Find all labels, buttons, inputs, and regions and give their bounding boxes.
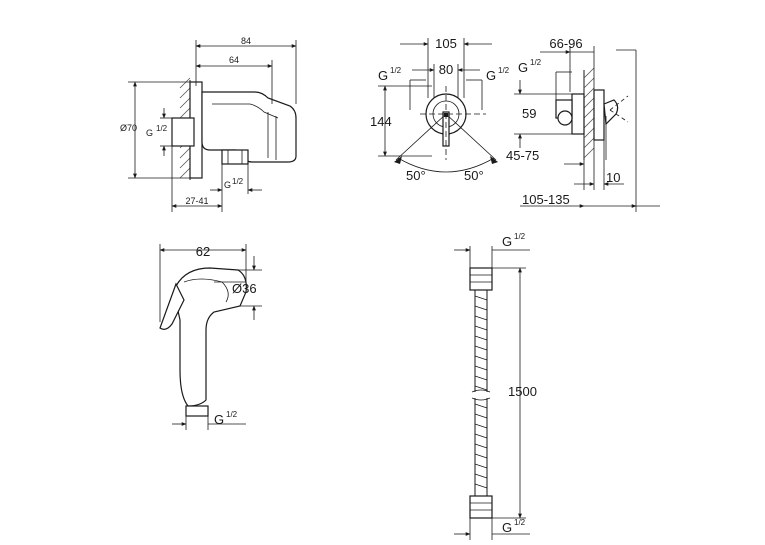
thread-label-right: G — [486, 68, 496, 83]
thread-fraction-outlet: 1/2 — [232, 177, 244, 186]
angle-left: 50° — [406, 168, 426, 183]
dim-36: Ø36 — [232, 281, 257, 296]
thread-fraction-side: 1/2 — [530, 58, 542, 67]
dim-10: 10 — [606, 170, 620, 185]
hose-upper-segment — [474, 290, 488, 392]
valve-side-rosette — [593, 89, 605, 141]
wall-holder-view: 84 64 Ø70 G 1/2 G 1/2 27-41 — [120, 36, 297, 212]
dim-59: 59 — [522, 106, 536, 121]
dim-1500: 1500 — [508, 384, 537, 399]
valve-side-nut — [557, 110, 573, 126]
holder-body — [201, 91, 297, 163]
dim-105-135: 105-135 — [522, 192, 570, 207]
dim-105: 105 — [435, 36, 457, 51]
angle-right: 50° — [464, 168, 484, 183]
wall-hatch-right — [583, 67, 595, 160]
holder-outlet-nut — [221, 149, 249, 165]
hose-top-nut — [469, 267, 493, 291]
hand-shower-trigger — [159, 282, 185, 330]
dim-64: 64 — [229, 55, 239, 65]
dim-45-75: 45-75 — [506, 148, 539, 163]
thread-label-outlet: G — [224, 180, 231, 190]
hand-shower-view: 62 Ø36 G 1/2 — [159, 244, 262, 430]
holder-inlet-pipe — [171, 117, 195, 147]
thread-label-side: G — [518, 60, 528, 75]
thread-label-shower: G — [214, 412, 224, 427]
dim-62: 62 — [196, 244, 210, 259]
thread-label-left: G — [378, 68, 388, 83]
valve-front-view: 105 80 G 1/2 G 1/2 144 50° 50° — [370, 36, 510, 183]
hose-lower-segment — [474, 398, 488, 496]
valve-side-box — [571, 93, 585, 135]
thread-fraction-hose-bottom: 1/2 — [514, 518, 526, 527]
thread-fraction-inlet: 1/2 — [156, 124, 168, 133]
thread-fraction-shower: 1/2 — [226, 410, 238, 419]
dim-80: 80 — [439, 62, 453, 77]
thread-fraction-right: 1/2 — [498, 66, 510, 75]
dim-144: 144 — [370, 114, 392, 129]
dim-66-96: 66-96 — [549, 36, 582, 51]
hose-view: G 1/2 1500 G 1/2 — [454, 232, 537, 540]
dim-27-41: 27-41 — [185, 196, 208, 206]
dim-70: Ø70 — [120, 123, 137, 133]
dim-84: 84 — [241, 36, 251, 46]
thread-label-inlet: G — [146, 128, 153, 138]
hand-shower-connector — [185, 405, 209, 417]
thread-fraction-left: 1/2 — [390, 66, 402, 75]
hose-bottom-nut — [469, 495, 493, 519]
hand-shower-head — [175, 267, 247, 407]
valve-side-view: 66-96 G 1/2 59 45-75 10 105-135 — [506, 36, 660, 212]
thread-label-hose-bottom: G — [502, 520, 512, 535]
thread-fraction-hose-top: 1/2 — [514, 232, 526, 241]
thread-label-hose-top: G — [502, 234, 512, 249]
